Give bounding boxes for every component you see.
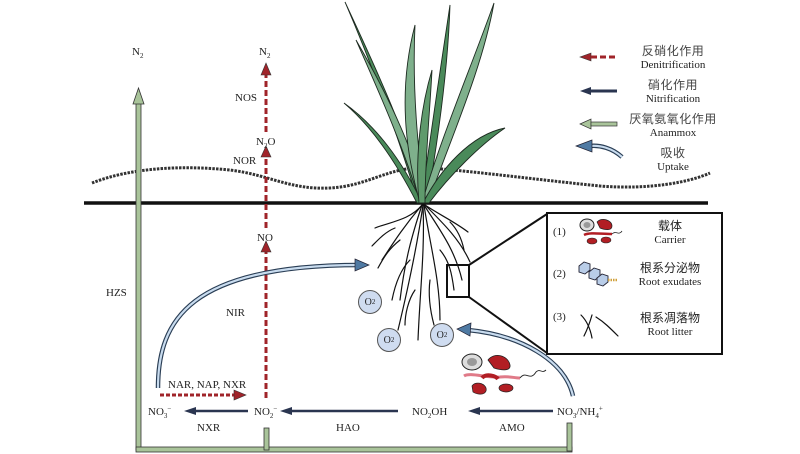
zoom-connector-bottom xyxy=(468,296,548,354)
plant-leaves xyxy=(343,1,506,204)
inset-cn: 载体 xyxy=(657,219,682,233)
inset-item-root-litter: 根系凋落物 Root litter xyxy=(620,311,720,339)
inset-item-carrier: 载体 Carrier xyxy=(625,219,715,247)
inset-cn: 根系凋落物 xyxy=(639,311,700,325)
label-no3: NO3− xyxy=(148,404,172,421)
inset-box xyxy=(546,212,723,355)
root-litter-icon xyxy=(580,314,619,339)
enzyme-nos: NOS xyxy=(235,92,258,104)
legend-item-denitrification: 反硝化作用 Denitrification xyxy=(618,44,728,72)
enzyme-nar-nap-nxr: NAR, NAP, NXR xyxy=(168,379,247,391)
legend-item-nitrification: 硝化作用 Nitrification xyxy=(618,78,728,106)
carrier-bacteria-cluster xyxy=(461,353,547,395)
inset-item-number: (2) xyxy=(553,268,566,280)
zoom-connector-top xyxy=(468,213,548,266)
legend-arrow-anammox xyxy=(579,118,618,130)
legend-arrow-denitrification xyxy=(579,52,617,62)
label-no3-nh4: NO3/NH4+ xyxy=(557,404,603,421)
legend-arrow-uptake xyxy=(575,139,624,159)
label-no2oh: NO2OH xyxy=(412,406,448,421)
label-n2-denitrification: N2 xyxy=(259,46,271,61)
root-zoom-box xyxy=(446,264,470,298)
legend-cn: 硝化作用 xyxy=(647,78,698,92)
carrier-bacteria-icon xyxy=(579,218,623,245)
inset-en: Root litter xyxy=(647,326,693,338)
uptake-arrow-left xyxy=(155,258,370,389)
legend-en: Nitrification xyxy=(645,93,701,105)
legend-cn: 反硝化作用 xyxy=(641,44,705,58)
legend-en: Anammox xyxy=(649,127,697,139)
anammox-pathway xyxy=(132,86,573,453)
legend-en: Denitrification xyxy=(640,59,706,71)
root-exudates-molecule-icon xyxy=(578,261,618,287)
label-n2-anammox: N2 xyxy=(132,46,144,61)
inset-en: Root exudates xyxy=(638,276,702,288)
uptake-arrow-right xyxy=(456,322,576,397)
water-level-dotted-wave xyxy=(91,166,711,190)
nitrification-arrows xyxy=(184,407,553,415)
inset-item-number: (3) xyxy=(553,311,566,323)
label-no: NO xyxy=(257,232,273,244)
nitrate-reduction-arrow xyxy=(160,389,247,401)
label-n2o: N2O xyxy=(256,136,276,151)
enzyme-nor: NOR xyxy=(233,155,257,167)
enzyme-hzs: HZS xyxy=(106,287,127,299)
legend-en: Uptake xyxy=(657,161,689,173)
enzyme-nir: NIR xyxy=(226,307,245,319)
inset-cn: 根系分泌物 xyxy=(639,261,700,275)
enzyme-hao: HAO xyxy=(336,422,360,434)
legend-item-anammox: 厌氧氨氧化作用 Anammox xyxy=(610,112,736,140)
legend-item-uptake: 吸收 Uptake xyxy=(618,146,728,174)
legend-cn: 吸收 xyxy=(660,146,686,160)
inset-item-root-exudates: 根系分泌物 Root exudates xyxy=(620,261,720,289)
label-no2: NO2− xyxy=(254,404,278,421)
plant-roots xyxy=(371,204,471,341)
enzyme-amo: AMO xyxy=(499,422,525,434)
inset-en: Carrier xyxy=(654,234,686,246)
legend-arrow-nitrification xyxy=(580,87,617,95)
denitrification-vertical-arrow xyxy=(260,62,272,398)
inset-item-number: (1) xyxy=(553,226,566,238)
enzyme-nxr: NXR xyxy=(197,422,221,434)
legend-cn: 厌氧氨氧化作用 xyxy=(629,112,717,126)
